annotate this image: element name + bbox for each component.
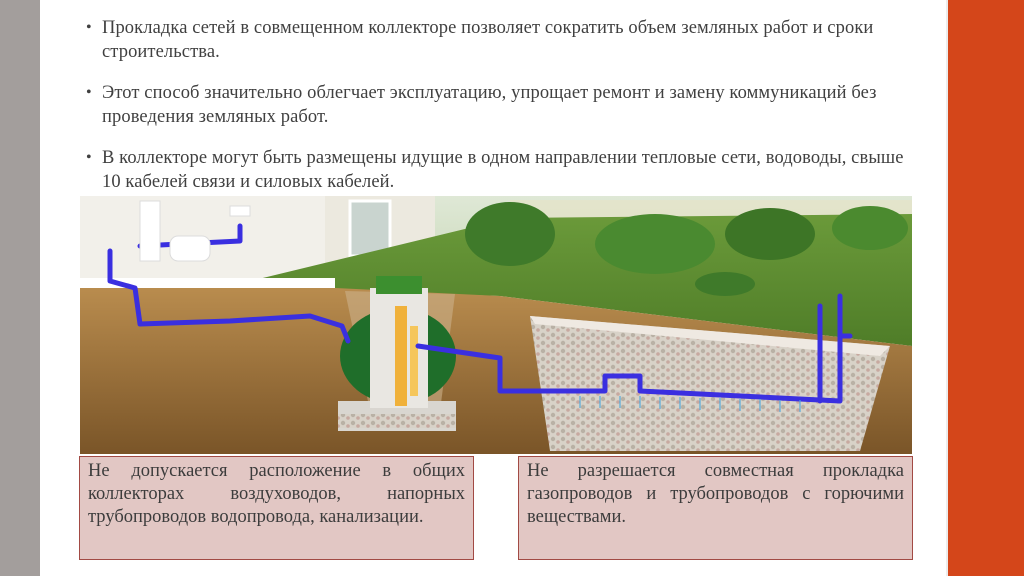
bullet-item: • Прокладка сетей в совмещенном коллекто… <box>86 16 926 64</box>
bullet-text: В коллекторе могут быть размещены идущие… <box>102 148 904 192</box>
bullet-item: • Этот способ значительно облегчает эксп… <box>86 81 926 129</box>
note-prohibited-gas: Не разрешается совместная прокладка газо… <box>518 456 913 560</box>
right-edge-line <box>946 0 948 576</box>
bullet-dot-icon: • <box>86 84 92 101</box>
bullet-text: Прокладка сетей в совмещенном коллекторе… <box>102 18 874 62</box>
septic-system-illustration <box>80 196 912 454</box>
note-text: Не допускается расположение в общих колл… <box>88 461 465 527</box>
bullet-item: • В коллекторе могут быть размещены идущ… <box>86 146 926 194</box>
note-text: Не разрешается совместная прокладка газо… <box>527 461 904 527</box>
bullet-dot-icon: • <box>86 149 92 166</box>
bullet-list: • Прокладка сетей в совмещенном коллекто… <box>86 16 926 211</box>
note-prohibited-ducts: Не допускается расположение в общих колл… <box>79 456 474 560</box>
left-decor-bar <box>0 0 40 576</box>
bullet-dot-icon: • <box>86 19 92 36</box>
bullet-text: Этот способ значительно облегчает эксплу… <box>102 83 877 127</box>
right-accent-bar <box>948 0 1024 576</box>
